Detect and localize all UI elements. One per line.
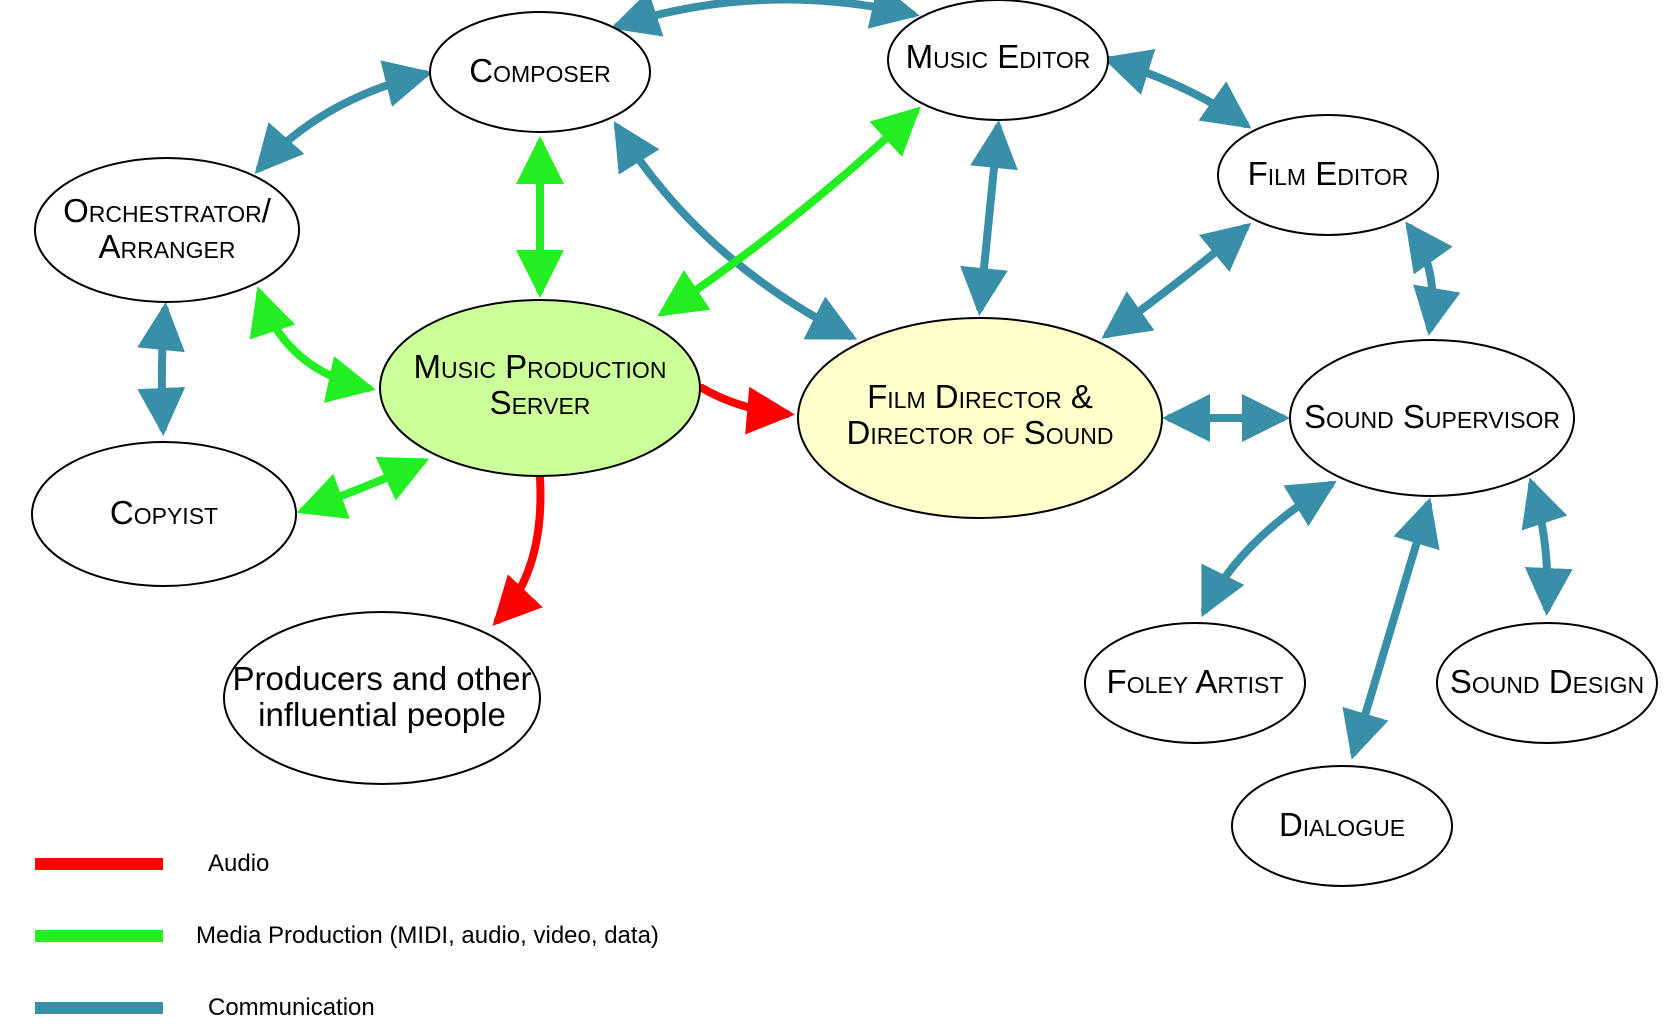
node-mps-label-1: Music Production (414, 348, 667, 385)
node-film-director-label-2: Director of Sound (847, 414, 1114, 451)
edge-mps-film-director (698, 384, 795, 435)
edge-film-editor-sound-supervisor (1405, 221, 1461, 336)
node-film-director-label-1: Film Director & (867, 378, 1093, 415)
edge-sound-supervisor-sound-design (1521, 477, 1573, 616)
edge-orchestrator-copyist (137, 302, 186, 436)
legend: Audio Media Production (MIDI, audio, vid… (35, 850, 659, 1021)
node-composer-label: Composer (469, 52, 610, 89)
node-foley-artist: Foley Artist (1084, 622, 1306, 744)
node-music-production-server: Music Production Server (379, 299, 701, 477)
edge-orchestrator-mps (249, 286, 376, 403)
edge-composer-film-director (613, 121, 858, 340)
node-copyist-label: Copyist (110, 494, 218, 531)
node-music-editor-label: Music Editor (906, 38, 1091, 75)
edge-music-editor-mps (657, 106, 921, 317)
node-film-editor-label: Film Editor (1248, 155, 1409, 192)
node-sound-supervisor-label: Sound Supervisor (1304, 398, 1560, 435)
edge-music-editor-film-editor (1102, 49, 1252, 129)
node-composer: Composer (429, 11, 651, 133)
node-sound-design: Sound Design (1436, 622, 1658, 744)
node-music-editor: Music Editor (887, 0, 1109, 121)
legend-audio-label: Audio (208, 850, 269, 877)
edge-film-editor-film-director (1101, 222, 1252, 339)
edge-composer-music-editor (610, 0, 920, 37)
node-sound-design-label: Sound Design (1450, 663, 1644, 700)
edge-mps-producers (492, 474, 545, 626)
node-dialogue: Dialogue (1231, 765, 1453, 887)
node-orchestrator-label-1: Orchestrator/ (63, 192, 272, 229)
edge-copyist-mps (296, 456, 430, 519)
node-dialogue-label: Dialogue (1279, 806, 1405, 843)
node-foley-artist-label: Foley Artist (1107, 663, 1284, 700)
node-orchestrator-label-2: Arranger (98, 228, 235, 265)
node-sound-supervisor: Sound Supervisor (1289, 339, 1575, 497)
node-producers-label-2: influential people (258, 696, 506, 733)
edge-music-editor-film-director (960, 120, 1018, 316)
node-mps-label-2: Server (490, 384, 591, 421)
connectors (137, 0, 1573, 760)
legend-media-label: Media Production (MIDI, audio, video, da… (196, 922, 659, 949)
node-producers: Producers and other influential people (223, 611, 541, 785)
edge-sound-supervisor-foley (1201, 480, 1337, 618)
node-copyist: Copyist (31, 441, 297, 587)
node-orchestrator: Orchestrator/ Arranger (34, 157, 300, 303)
node-producers-label-1: Producers and other (232, 660, 531, 697)
legend-communication-label: Communication (208, 994, 375, 1021)
edge-composer-orchestrator (254, 60, 433, 174)
edge-sound-supervisor-dialogue (1342, 497, 1440, 760)
node-film-editor: Film Editor (1217, 114, 1439, 236)
node-film-director: Film Director & Director of Sound (797, 317, 1163, 519)
